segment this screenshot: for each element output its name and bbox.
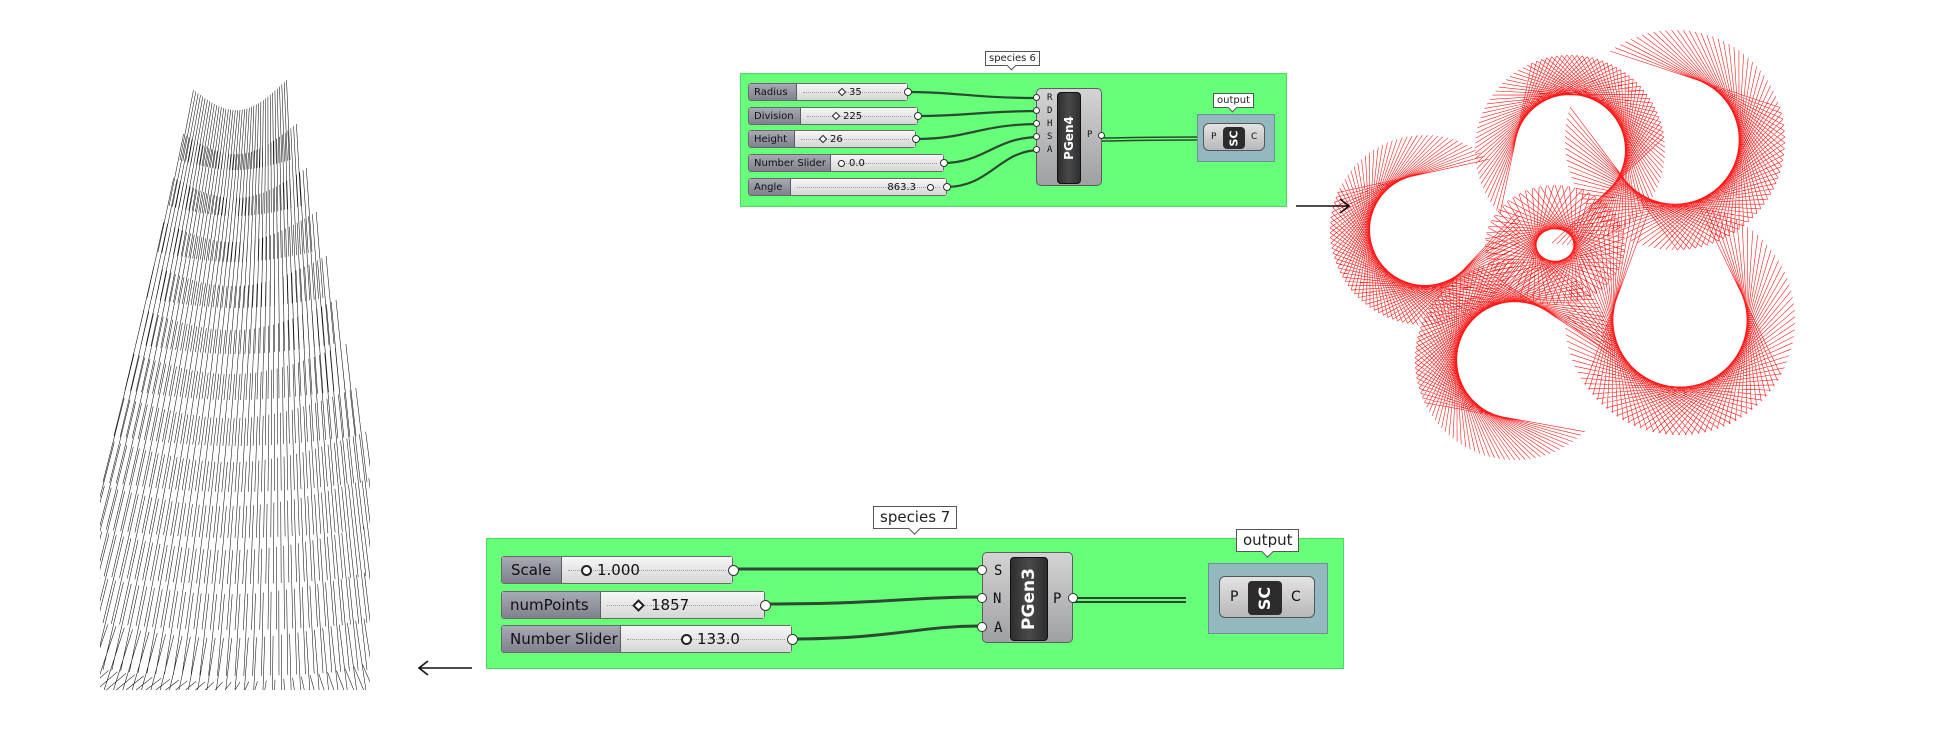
- slider-label: Division: [749, 108, 801, 124]
- output-p: P: [1087, 130, 1093, 140]
- cone-geometry-preview: [100, 79, 370, 691]
- slider-value: 225: [843, 110, 863, 122]
- species6-label: species 6: [985, 51, 1040, 66]
- slider-number-7[interactable]: Number Slider 133.0: [501, 625, 798, 653]
- sc-title: SC: [1255, 586, 1275, 610]
- slider-label: Height: [749, 131, 795, 147]
- slider-label: Angle: [749, 179, 791, 195]
- sc-title-core: SC: [1223, 127, 1245, 149]
- slider-radius[interactable]: Radius 35: [748, 83, 912, 101]
- output-label-species6: output: [1213, 93, 1254, 108]
- component-title: PGen3: [1019, 568, 1039, 630]
- input-d: D: [1047, 106, 1053, 116]
- sc-input-p: P: [1230, 589, 1239, 605]
- sc-input-p: P: [1211, 132, 1217, 142]
- cone-line-mesh: [100, 79, 370, 691]
- slider-label: Number Slider: [502, 626, 621, 652]
- slider-numpoints[interactable]: numPoints 1857: [501, 591, 771, 619]
- slider-value: 1.000: [597, 561, 640, 579]
- sc-component-species7[interactable]: P SC C: [1219, 576, 1315, 618]
- slider-label: Number Slider: [749, 155, 831, 171]
- slider-value: 35: [849, 86, 862, 98]
- input-a: A: [1047, 145, 1053, 155]
- sc-output-c: C: [1251, 132, 1258, 142]
- arrow-right-icon: [1296, 198, 1351, 214]
- sc-title: SC: [1227, 130, 1241, 146]
- slider-value: 0.0: [849, 157, 865, 169]
- species6-wires: [905, 90, 1201, 189]
- pgen3-title-core: PGen3: [1010, 557, 1048, 641]
- slider-value: 1857: [651, 596, 690, 614]
- slider-value: 133.0: [697, 630, 740, 648]
- slider-label: Radius: [749, 84, 797, 100]
- slider-height[interactable]: Height 26: [748, 130, 920, 148]
- input-n: N: [993, 591, 1002, 607]
- arrow-left-icon: [417, 660, 472, 676]
- input-s: S: [1047, 132, 1053, 142]
- slider-scale[interactable]: Scale 1.000: [501, 556, 739, 584]
- species7-wires: [735, 567, 1186, 641]
- pgen4-title-core: PGen4: [1057, 92, 1081, 184]
- sc-title-core: SC: [1248, 581, 1282, 615]
- slider-value: 863.3: [887, 181, 916, 193]
- input-s: S: [994, 563, 1003, 579]
- component-title: PGen4: [1062, 116, 1076, 160]
- pgen3-component[interactable]: S N A PGen3 P: [977, 552, 1078, 643]
- slider-division[interactable]: Division 225: [748, 107, 922, 125]
- red-line-mesh: [1329, 30, 1796, 461]
- input-a: A: [994, 620, 1003, 636]
- species7-label: species 7: [873, 506, 958, 529]
- sc-output-c: C: [1291, 589, 1301, 605]
- output-p: P: [1053, 591, 1062, 607]
- sc-component-species6[interactable]: P SC C: [1203, 123, 1265, 151]
- slider-number[interactable]: Number Slider 0.0: [748, 154, 948, 172]
- input-r: R: [1047, 93, 1053, 103]
- slider-label: numPoints: [502, 592, 601, 618]
- slider-label: Scale: [502, 557, 562, 583]
- input-h: H: [1047, 119, 1053, 129]
- pgen4-component[interactable]: R D H S A PGen4 P: [1033, 88, 1105, 186]
- slider-value: 26: [830, 133, 843, 145]
- output-label-species7: output: [1236, 529, 1300, 552]
- slider-angle[interactable]: Angle 863.3: [748, 178, 951, 196]
- red-geometry-preview: [1329, 30, 1796, 461]
